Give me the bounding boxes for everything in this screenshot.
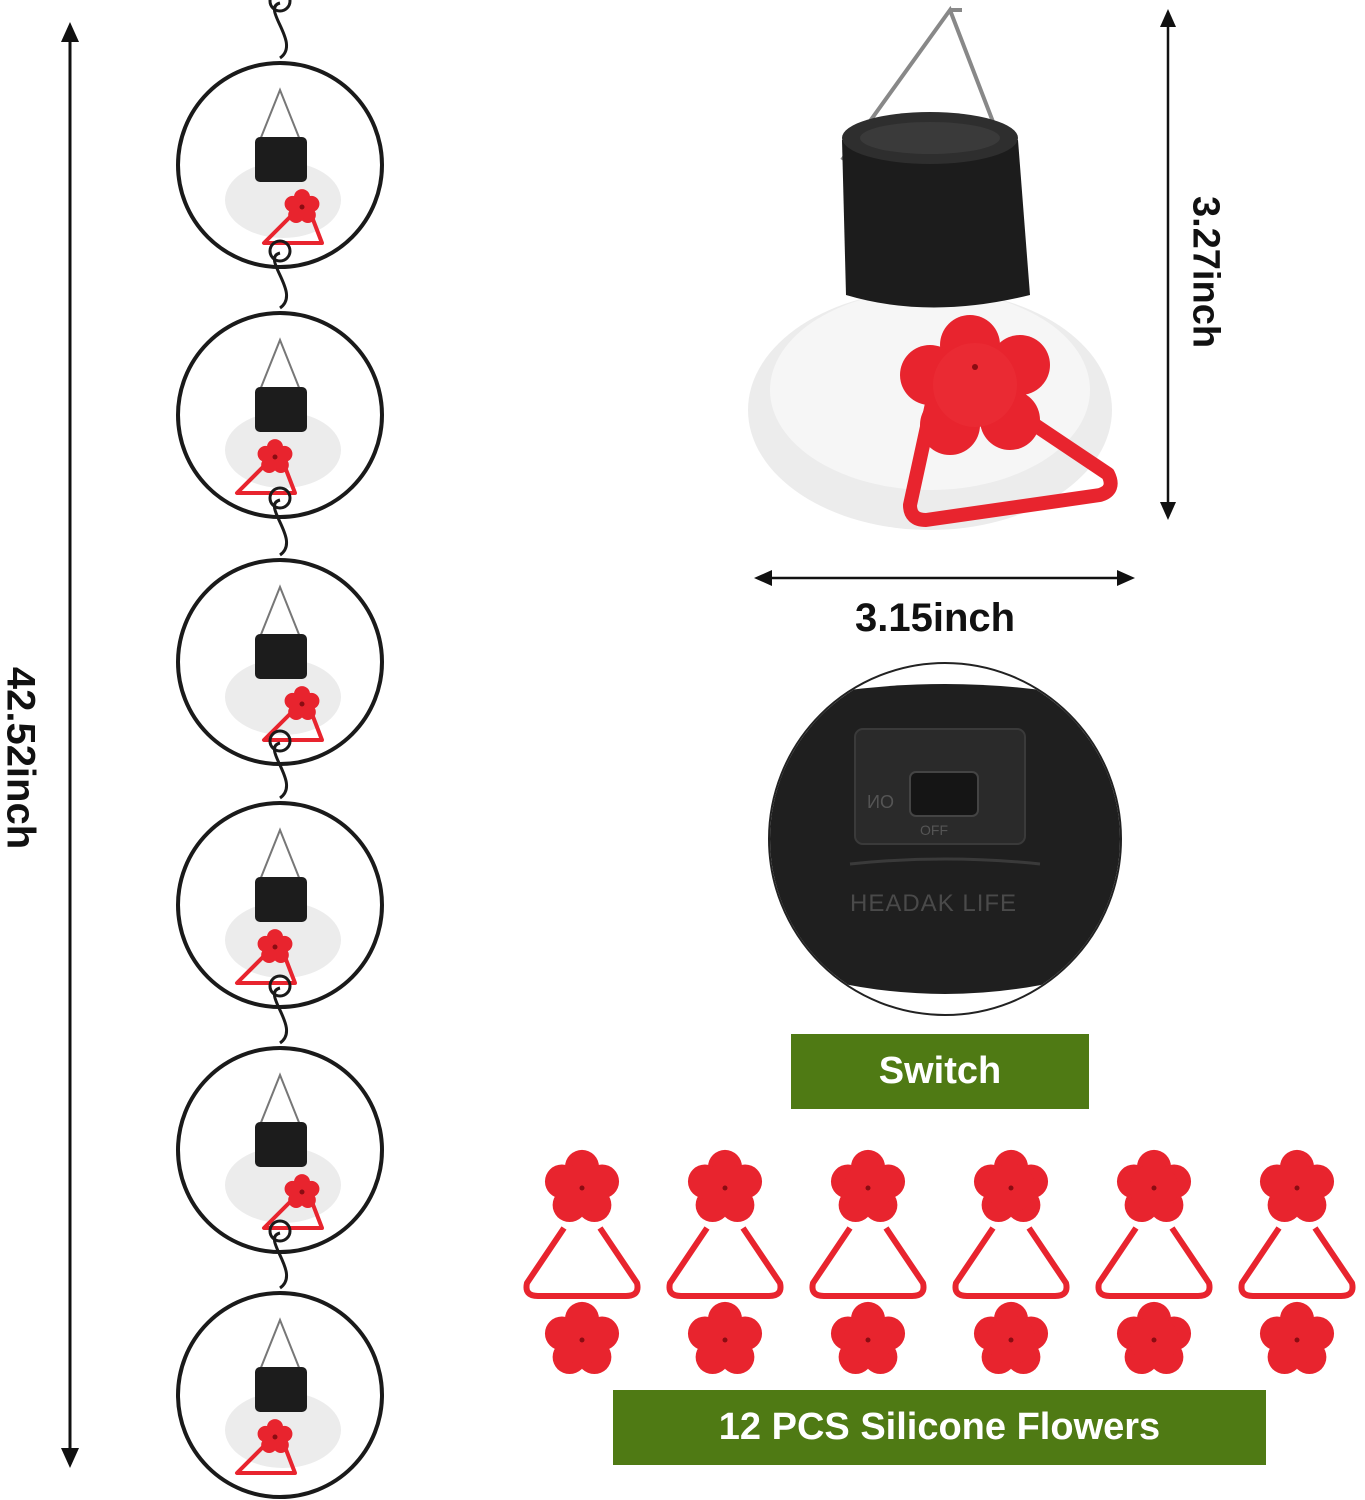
flower-with-handle <box>523 1149 641 1299</box>
silicone-flower <box>544 1301 620 1375</box>
total-length-arrow <box>61 22 79 1468</box>
switch-off-text: OFF <box>920 822 948 838</box>
width-arrow <box>754 570 1135 586</box>
hanging-feeder <box>176 974 384 1254</box>
flower-with-handle <box>809 1149 927 1299</box>
switch-on-text: ON <box>867 792 894 812</box>
cap <box>255 1367 307 1412</box>
flower-with-handle <box>1095 1149 1213 1299</box>
flower-with-handle <box>952 1149 1070 1299</box>
hanging-feeder <box>176 0 384 269</box>
cap <box>255 137 307 182</box>
mini-flower <box>284 189 320 224</box>
mini-flower <box>284 686 320 721</box>
silicone-flower <box>544 1149 620 1223</box>
solar-cap <box>842 120 1030 308</box>
large-feeder <box>748 5 1118 530</box>
feeder-chain <box>176 0 384 1499</box>
mini-flower <box>257 929 293 964</box>
mini-flower <box>257 1419 293 1454</box>
mini-flower <box>284 1174 320 1209</box>
hook <box>272 741 288 800</box>
silicone-flower <box>687 1149 763 1223</box>
feeding-flower <box>900 315 1118 527</box>
silicone-flower <box>1259 1149 1335 1223</box>
silicone-flower <box>1259 1301 1335 1375</box>
flower-with-handle <box>1238 1149 1356 1299</box>
height-arrow <box>1160 9 1176 520</box>
silicone-flower <box>1116 1301 1192 1375</box>
hook <box>272 1231 288 1290</box>
cap <box>255 1122 307 1167</box>
silicone-flowers-grid <box>523 1149 1356 1375</box>
cap <box>255 634 307 679</box>
hanging-feeder <box>176 239 384 519</box>
hook <box>272 251 288 310</box>
width-label: 3.15inch <box>855 596 1016 640</box>
hook <box>272 1 288 60</box>
hanging-ring <box>176 1291 384 1499</box>
switch-banner: Switch <box>791 1034 1089 1109</box>
cap <box>255 387 307 432</box>
mini-flower <box>257 439 293 474</box>
height-label: 3.27inch <box>1184 195 1227 349</box>
silicone-flower <box>1116 1149 1192 1223</box>
cap <box>255 877 307 922</box>
hanging-feeder <box>176 729 384 1009</box>
brand-text: HEADAK LIFE <box>850 890 1018 917</box>
power-switch <box>909 771 979 817</box>
flowers-banner: 12 PCS Silicone Flowers <box>613 1390 1266 1465</box>
silicone-flower <box>830 1149 906 1223</box>
silicone-flower <box>973 1149 1049 1223</box>
silicone-flower <box>687 1301 763 1375</box>
hanging-ring <box>176 61 384 269</box>
silicone-flower <box>973 1301 1049 1375</box>
hanging-feeder <box>176 1219 384 1499</box>
hanging-ring <box>176 311 384 519</box>
silicone-flower <box>830 1301 906 1375</box>
hanging-feeder <box>176 486 384 766</box>
flower-with-handle <box>666 1149 784 1299</box>
switch-closeup: ON OFF HEADAK LIFE <box>768 662 1122 1016</box>
hook <box>272 498 288 557</box>
total-length-label: 42.52inch <box>0 666 43 850</box>
hook <box>272 986 288 1045</box>
